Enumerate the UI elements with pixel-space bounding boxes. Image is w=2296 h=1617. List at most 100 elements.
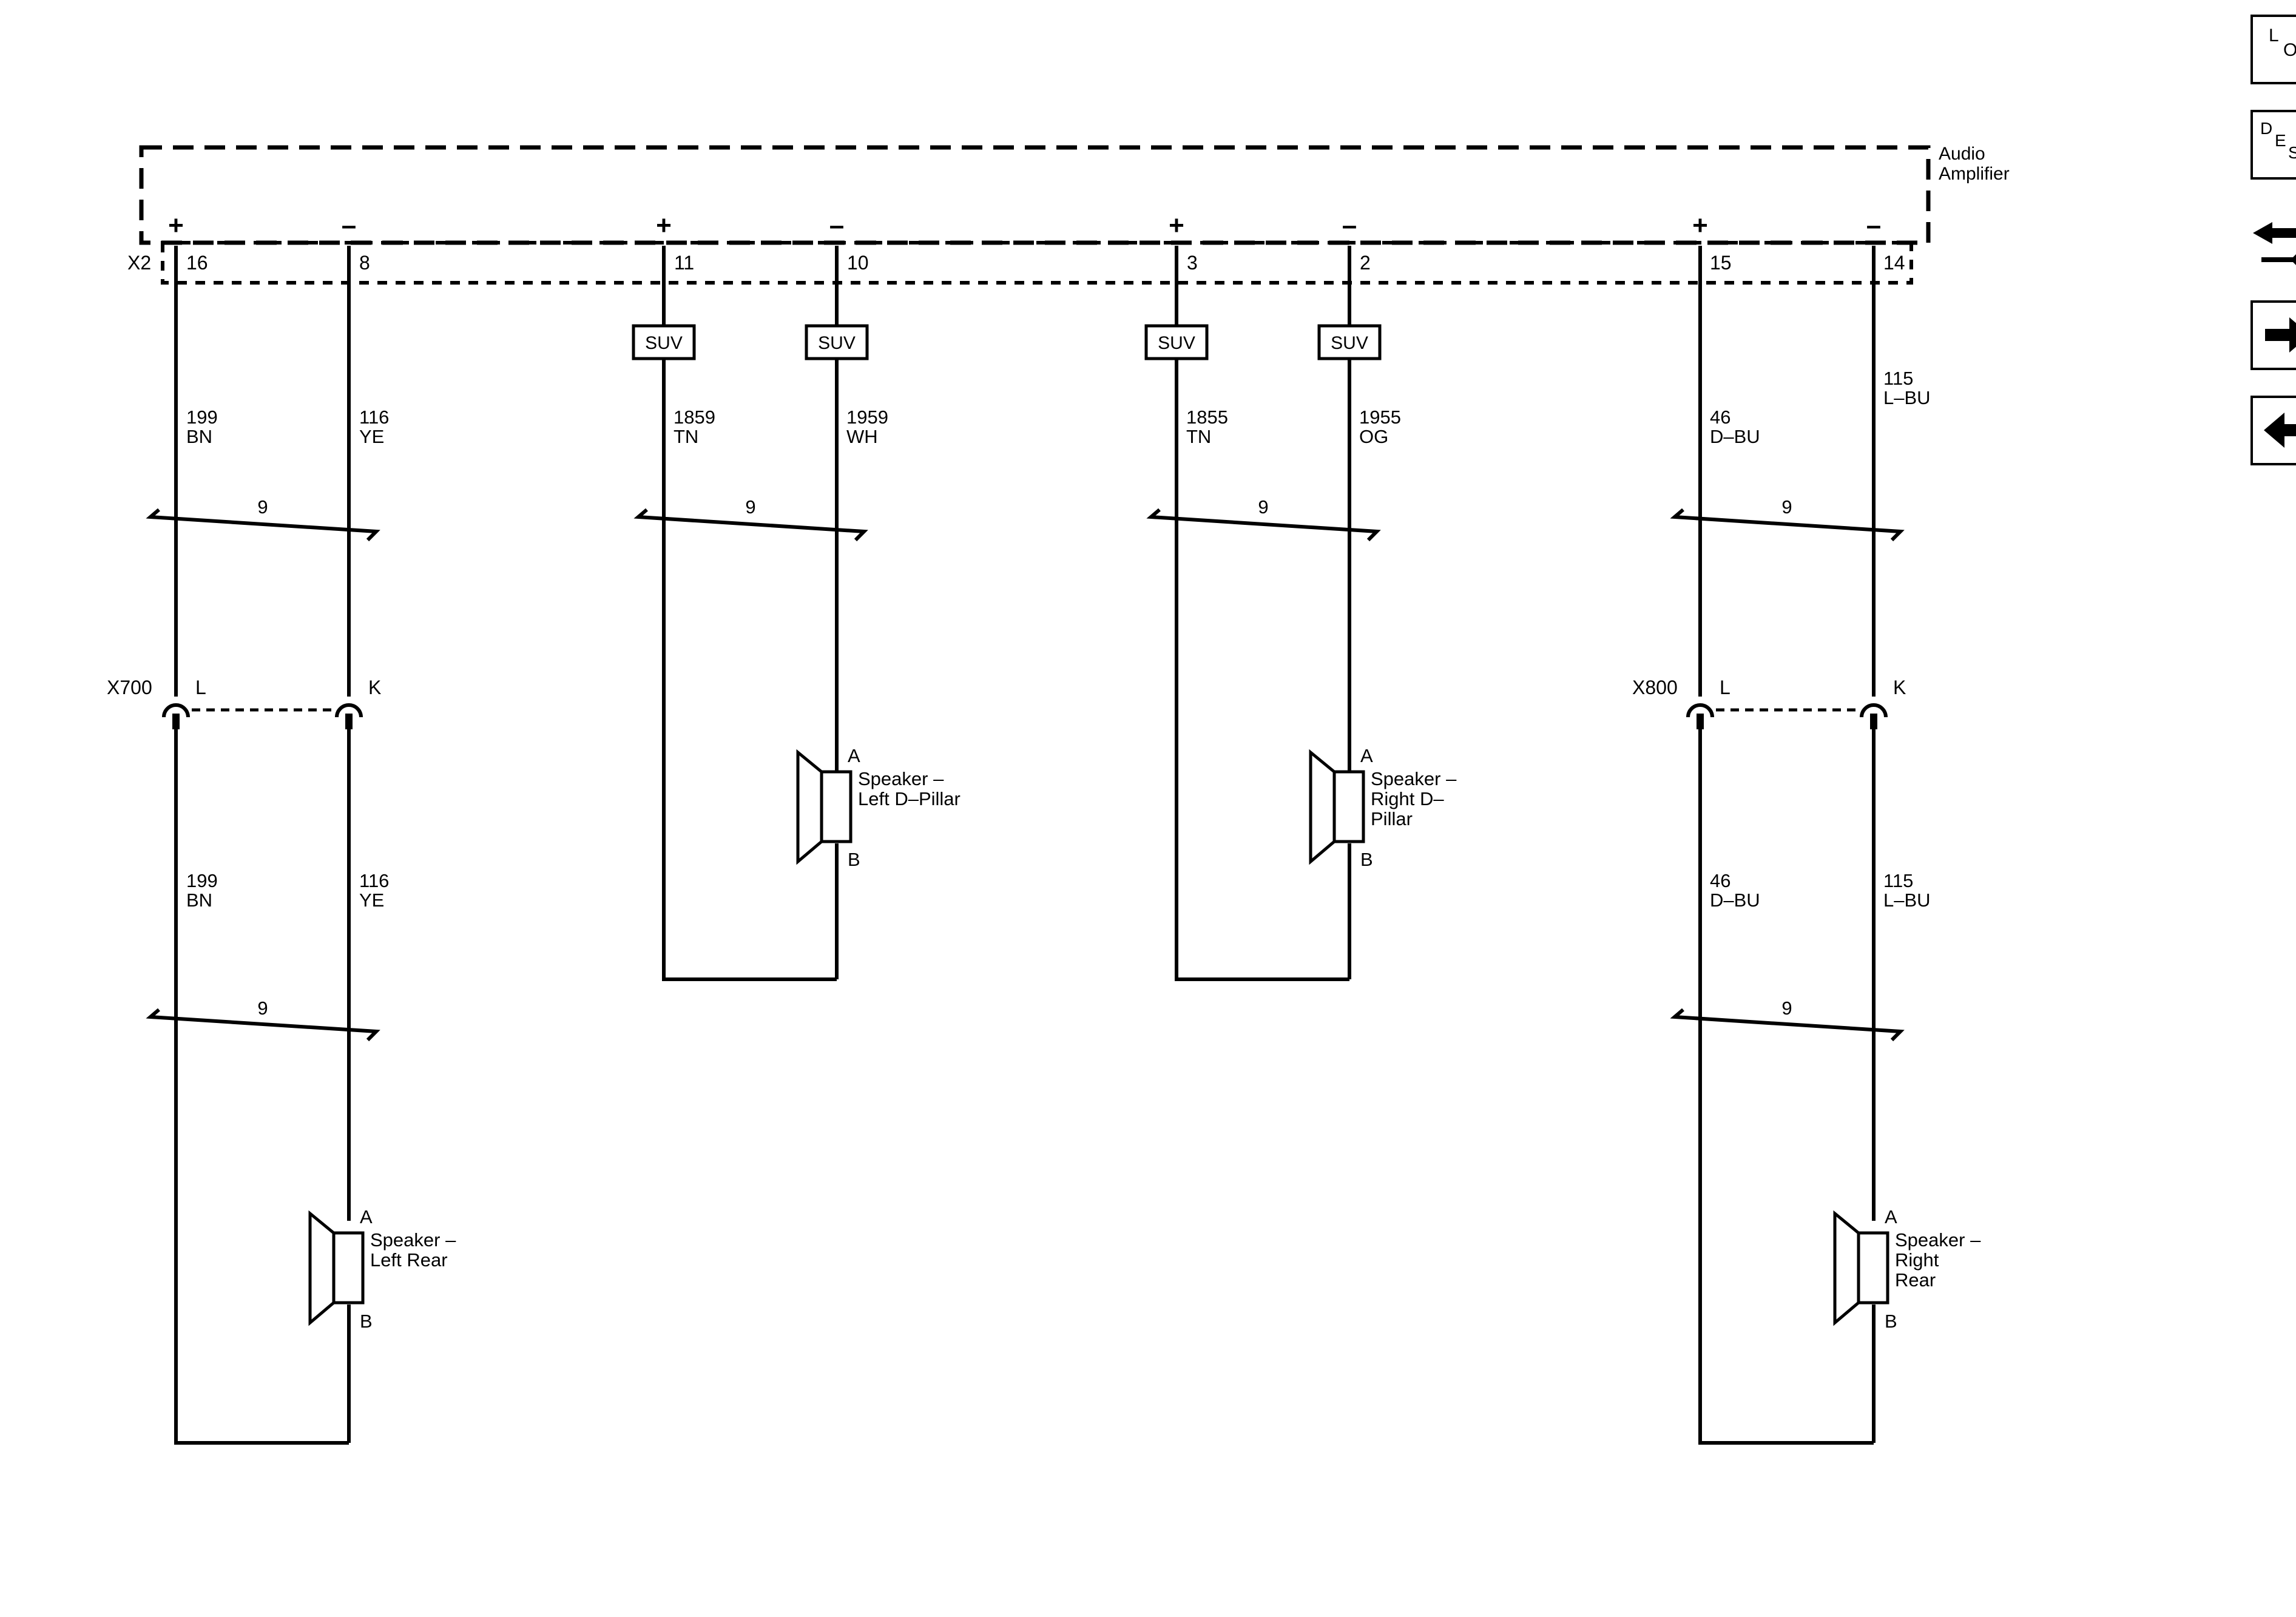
suv-option-box-1855 xyxy=(1144,324,1209,360)
speaker-right-rear-label-2: Right xyxy=(1895,1249,1939,1271)
loc-icon: L O C xyxy=(2269,25,2296,60)
suv-option-box-1955 xyxy=(1317,324,1382,360)
wire-199-lower-color: BN xyxy=(186,890,212,911)
wire-199-lower xyxy=(174,728,349,1445)
wire-1955-circuit: 1955 xyxy=(1359,407,1401,428)
x800-terminal-k xyxy=(1860,703,1888,718)
twisted-pair-label-1: 9 xyxy=(257,496,268,518)
speaker-right-d-pillar-label-2: Right D– xyxy=(1371,788,1444,809)
arrow-right-icon xyxy=(2265,317,2296,353)
wire-116-color: YE xyxy=(359,426,384,447)
pin-3-label: 3 xyxy=(1187,252,1198,274)
x700-terminal-l xyxy=(162,703,190,718)
speaker-left-rear-pin-a: A xyxy=(360,1206,373,1227)
audio-amplifier-box xyxy=(139,145,1931,245)
wire-46-circuit: 46 xyxy=(1710,407,1730,428)
speaker-left-rear-label-2: Left Rear xyxy=(370,1249,448,1271)
wire-1855-color: TN xyxy=(1186,426,1211,447)
loc-button[interactable]: L O C xyxy=(2250,15,2296,84)
pin-10-polarity: – xyxy=(829,211,844,240)
wire-199-circuit: 199 xyxy=(186,407,218,428)
connector-view-icon xyxy=(2253,222,2296,265)
connector-view-button[interactable] xyxy=(2250,205,2296,275)
amplifier-label-line1: Audio xyxy=(1939,144,1985,164)
svg-text:D: D xyxy=(2260,119,2272,138)
wire-46-lower-circuit: 46 xyxy=(1710,870,1730,891)
wire-199-color: BN xyxy=(186,426,212,447)
x800-label: X800 xyxy=(1632,677,1678,698)
previous-page-button[interactable] xyxy=(2250,396,2296,465)
speaker-left-rear-label-1: Speaker – xyxy=(370,1229,456,1251)
wire-115-circuit: 115 xyxy=(1883,368,1913,389)
wire-1959-color: WH xyxy=(846,426,878,447)
wire-116-lower-color: YE xyxy=(359,890,384,911)
speaker-right-d-pillar-pin-a: A xyxy=(1360,745,1373,766)
speaker-left-d-pillar-label-2: Left D–Pillar xyxy=(858,788,961,809)
pin-15-label: 15 xyxy=(1710,252,1732,274)
svg-text:O: O xyxy=(2283,40,2296,60)
wire-115-lower-color: L–BU xyxy=(1883,890,1931,911)
wire-1959-circuit: 1959 xyxy=(846,407,888,428)
speaker-left-d-pillar-label-1: Speaker – xyxy=(858,768,944,789)
wire-46-lower-color: D–BU xyxy=(1710,890,1760,911)
suv-option-label-1859: SUV xyxy=(645,333,683,353)
pin-14-polarity: – xyxy=(1866,211,1881,240)
wire-1955-color: OG xyxy=(1359,426,1388,447)
pin-8-polarity: – xyxy=(342,211,356,240)
speaker-right-d-pillar-label-3: Pillar xyxy=(1371,808,1413,829)
wire-115-lower-circuit: 115 xyxy=(1883,870,1913,891)
twisted-pair-symbol-3 xyxy=(1146,508,1381,542)
wire-115-color: L–BU xyxy=(1883,387,1931,408)
x700-pin-l: L xyxy=(195,677,206,698)
pin-2-polarity: – xyxy=(1342,211,1357,240)
twisted-pair-label-5: 9 xyxy=(257,998,268,1019)
pin-10-label: 10 xyxy=(847,252,869,274)
wire-1859-circuit: 1859 xyxy=(674,407,715,428)
speaker-right-rear-label-3: Rear xyxy=(1895,1269,1936,1291)
desc-button[interactable]: D E S C xyxy=(2250,110,2296,180)
twisted-pair-label-6: 9 xyxy=(1781,998,1792,1019)
pin-11-label: 11 xyxy=(674,252,694,274)
speaker-right-rear-icon xyxy=(1833,1210,1889,1326)
twisted-pair-symbol-6 xyxy=(1670,1008,1905,1042)
pin-15-polarity: + xyxy=(1692,211,1708,240)
wire-116-circuit: 116 xyxy=(359,407,389,428)
pin-11-polarity: + xyxy=(656,211,672,240)
suv-option-label-1959: SUV xyxy=(818,333,856,353)
speaker-right-d-pillar-pin-b: B xyxy=(1360,849,1373,870)
wire-1855-circuit: 1855 xyxy=(1186,407,1228,428)
speaker-left-d-pillar-pin-a: A xyxy=(848,745,860,766)
twisted-pair-symbol-2 xyxy=(633,508,868,542)
x700-label: X700 xyxy=(107,677,152,698)
x2-connector-label: X2 xyxy=(127,252,151,274)
wire-46-color: D–BU xyxy=(1710,426,1760,447)
wire-1855 xyxy=(1175,246,1349,981)
wire-199-lower-circuit: 199 xyxy=(186,870,218,891)
speaker-left-rear-pin-b: B xyxy=(360,1311,373,1332)
x700-pin-k: K xyxy=(368,677,381,698)
x2-connector-box xyxy=(161,241,1913,285)
x800-terminal-l xyxy=(1686,703,1714,718)
speaker-right-d-pillar-icon xyxy=(1309,749,1365,865)
twisted-pair-label-4: 9 xyxy=(1781,496,1792,518)
speaker-left-rear-icon xyxy=(308,1210,365,1326)
x700-terminal-k xyxy=(335,703,363,718)
twisted-pair-label-3: 9 xyxy=(1258,496,1268,518)
svg-text:E: E xyxy=(2275,131,2286,150)
svg-text:L: L xyxy=(2269,25,2279,46)
next-page-button[interactable] xyxy=(2250,300,2296,370)
wire-116-lower-circuit: 116 xyxy=(359,870,389,891)
speaker-right-rear-label-1: Speaker – xyxy=(1895,1229,1981,1251)
wire-1859-color: TN xyxy=(674,426,698,447)
speaker-right-rear-pin-a: A xyxy=(1885,1206,1897,1227)
twisted-pair-symbol-4 xyxy=(1670,508,1905,542)
wire-46-lower xyxy=(1698,728,1874,1445)
twisted-pair-label-2: 9 xyxy=(745,496,755,518)
pin-16-polarity: + xyxy=(168,211,184,240)
suv-option-box-1959 xyxy=(805,324,869,360)
suv-option-box-1859 xyxy=(632,324,696,360)
pin-8-label: 8 xyxy=(359,252,370,274)
speaker-right-rear-pin-b: B xyxy=(1885,1311,1897,1332)
pin-2-label: 2 xyxy=(1360,252,1371,274)
